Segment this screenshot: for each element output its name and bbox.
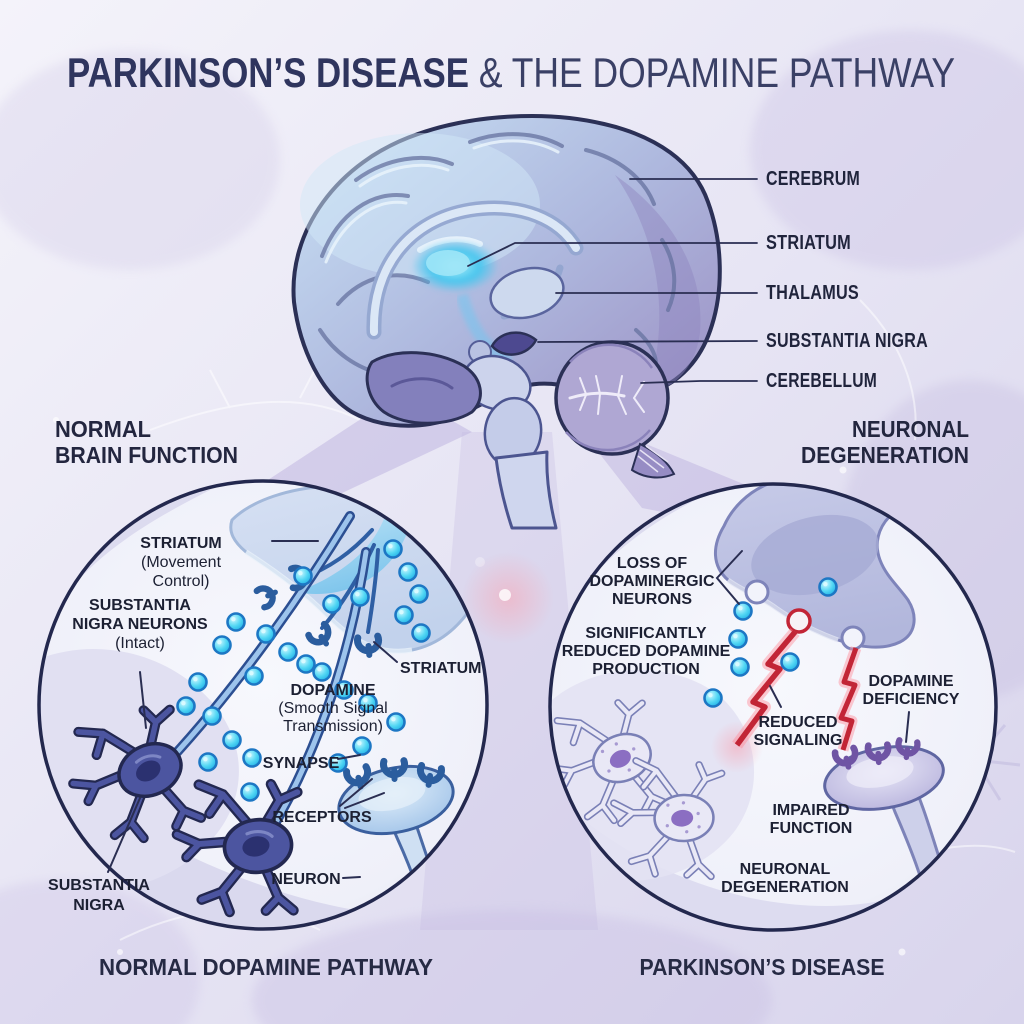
label-sn-neurons-2: NIGRA NEURONS <box>72 616 208 633</box>
title-emphasis: PARKINSON’S DISEASE <box>67 49 469 96</box>
left-caption: NORMAL DOPAMINE PATHWAY <box>99 954 433 980</box>
left-circle-labels: STRIATUM (Movement Control) SUBSTANTIA N… <box>48 535 481 914</box>
label-loss-1: LOSS OF <box>617 555 687 572</box>
label-production-1: SIGNIFICANTLY <box>585 625 707 642</box>
right-striatum-tissue <box>713 484 992 651</box>
label-deficiency-2: DEFICIENCY <box>863 691 960 708</box>
label-substantia-nigra-1: SUBSTANTIA <box>48 877 150 894</box>
brain-label-striatum: STRIATUM <box>766 232 851 254</box>
brain-temporal-lobe <box>365 351 482 425</box>
page-title: PARKINSON’S DISEASE & THE DOPAMINE PATHW… <box>67 49 955 96</box>
label-signaling-1: REDUCED <box>758 714 837 731</box>
right-circle-inset <box>548 482 998 932</box>
brain-label-substantia-nigra: SUBSTANTIA NIGRA <box>766 330 928 352</box>
label-impaired-2: FUNCTION <box>770 820 853 837</box>
label-degeneration-2: DEGENERATION <box>721 879 849 896</box>
label-signaling-2: SIGNALING <box>754 732 843 749</box>
label-dopamine-3: Transmission) <box>283 718 383 735</box>
brain-brainstem <box>494 450 558 530</box>
label-dopamine-1: DOPAMINE <box>290 682 375 699</box>
title-rest: & THE DOPAMINE PATHWAY <box>469 49 955 96</box>
label-loss-3: NEURONS <box>612 591 692 608</box>
brain-label-thalamus: THALAMUS <box>766 282 859 304</box>
label-impaired-1: IMPAIRED <box>772 802 849 819</box>
brain-illustration <box>291 114 722 530</box>
brain-cerebellum <box>554 340 676 479</box>
label-production-3: PRODUCTION <box>592 661 700 678</box>
brain-label-cerebellum: CEREBELLUM <box>766 370 877 392</box>
left-heading-line2: BRAIN FUNCTION <box>55 442 238 468</box>
label-sn-neurons-3: (Intact) <box>115 635 165 652</box>
label-production-2: REDUCED DOPAMINE <box>562 643 731 660</box>
label-striatum-inset: STRIATUM <box>400 660 481 677</box>
label-loss-2: DOPAMINERGIC <box>589 573 714 590</box>
label-synapse: SYNAPSE <box>263 755 340 772</box>
label-receptors: RECEPTORS <box>272 809 372 826</box>
broken-notch-1 <box>744 579 770 605</box>
label-sn-neurons-1: SUBSTANTIA <box>89 597 191 614</box>
right-caption: PARKINSON’S DISEASE <box>640 954 885 980</box>
broken-notch-red <box>786 608 812 634</box>
label-striatum-movement-3: Control) <box>153 573 210 590</box>
label-striatum-movement-1: STRIATUM <box>140 535 221 552</box>
substantia-nigra-leader <box>537 340 758 343</box>
left-heading-line1: NORMAL <box>55 416 151 442</box>
broken-notch-2 <box>840 625 866 651</box>
cerebellum-leader <box>640 380 758 384</box>
section-headings: NORMAL BRAIN FUNCTION NEURONAL DEGENERAT… <box>55 416 969 468</box>
label-deficiency-1: DOPAMINE <box>868 673 953 690</box>
label-degeneration-1: NEURONAL <box>740 861 831 878</box>
brain-gyri <box>318 132 677 376</box>
dopamine-fan <box>296 486 413 594</box>
reduced-signal-bolts <box>711 628 862 773</box>
brain-substantia-nigra <box>490 331 538 356</box>
brain-labels: CEREBRUM STRIATUM THALAMUS SUBSTANTIA NI… <box>467 168 928 392</box>
right-circle-labels: LOSS OF DOPAMINERGIC NEURONS SIGNIFICANT… <box>562 550 960 896</box>
right-circle-border <box>548 482 998 932</box>
label-dopamine-2: (Smooth Signal <box>278 700 387 717</box>
striatum-leader <box>467 242 758 267</box>
right-heading-line1: NEURONAL <box>852 416 969 442</box>
label-striatum-movement-2: (Movement <box>141 554 222 571</box>
left-circle-border <box>37 479 489 931</box>
brain-striatum <box>411 239 513 368</box>
brain-label-cerebrum: CEREBRUM <box>766 168 860 190</box>
brain-thalamus <box>489 266 565 320</box>
label-substantia-nigra-2: NIGRA <box>73 897 125 914</box>
right-heading-line2: DEGENERATION <box>801 442 969 468</box>
label-neuron: NEURON <box>271 871 340 888</box>
impaired-receiving-neuron <box>823 738 960 930</box>
left-circle-inset <box>37 479 489 931</box>
